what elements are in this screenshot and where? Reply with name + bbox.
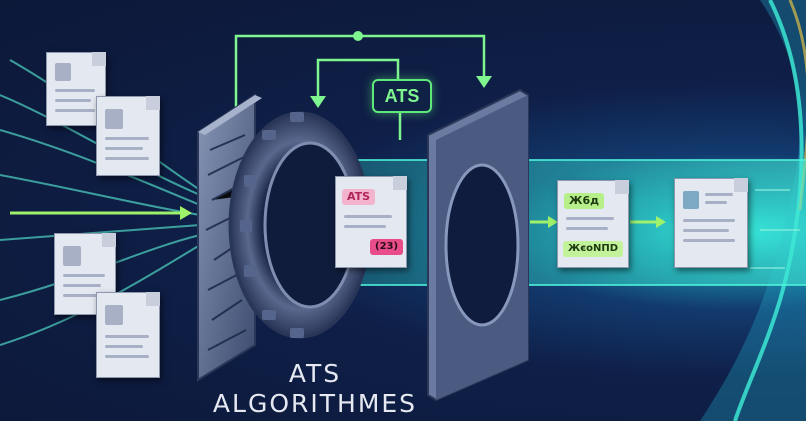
match-tag: ЖєоNПD (563, 241, 624, 257)
resume-processed: Ж6д ЖєоNПD (557, 180, 629, 268)
resume-doc (54, 233, 116, 315)
right-glow-swoosh (700, 0, 806, 421)
ats-badge: ATS (372, 79, 432, 113)
resume-in-gate: ATS (23) (335, 176, 407, 268)
loop-node (353, 31, 363, 41)
resume-final (674, 178, 748, 268)
caption-line-2: ALGORITHMES (212, 389, 418, 418)
caption-line-1: ATS (288, 359, 342, 388)
score-tag: (23) (370, 239, 404, 255)
resume-doc (96, 96, 160, 176)
keyword-tag: Ж6д (564, 193, 605, 209)
filter-frame (427, 88, 529, 402)
resume-doc (96, 292, 160, 378)
ats-tag: ATS (342, 189, 376, 205)
gear-ring (228, 111, 372, 339)
